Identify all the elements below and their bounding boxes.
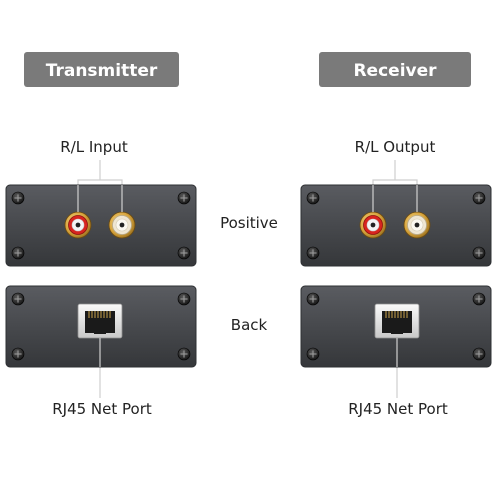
receiver-back-panel: [300, 285, 492, 368]
rca-red-jack-icon: [64, 211, 92, 239]
rj45-port-icon: [77, 303, 123, 339]
rca-white-jack-icon: [108, 211, 136, 239]
screw-icon: [11, 246, 25, 260]
leader-overlay: [77, 185, 418, 367]
receiver-rj45-label: RJ45 Net Port: [348, 400, 448, 418]
receiver-front-panel: [300, 184, 492, 267]
receiver-header: Receiver: [319, 52, 471, 87]
rl-input-label: R/L Input: [60, 138, 128, 156]
screw-icon: [177, 246, 191, 260]
screw-icon: [472, 191, 486, 205]
screw-icon: [177, 292, 191, 306]
screw-icon: [306, 347, 320, 361]
rl-output-label: R/L Output: [355, 138, 436, 156]
screw-icon: [472, 246, 486, 260]
transmitter-title: Transmitter: [46, 61, 158, 81]
rca-white-jack-icon: [403, 211, 431, 239]
rca-red-jack-icon: [359, 211, 387, 239]
screw-icon: [472, 347, 486, 361]
screw-icon: [177, 191, 191, 205]
transmitter-back-panel: [5, 285, 197, 368]
receiver-title: Receiver: [353, 61, 437, 81]
screw-icon: [306, 292, 320, 306]
screw-icon: [306, 191, 320, 205]
transmitter-front-panel: [5, 184, 197, 267]
screw-icon: [11, 347, 25, 361]
transmitter-header: Transmitter: [24, 52, 179, 87]
positive-view-label: Positive: [220, 214, 278, 232]
back-view-label: Back: [231, 316, 268, 334]
screw-icon: [472, 292, 486, 306]
screw-icon: [177, 347, 191, 361]
screw-icon: [11, 292, 25, 306]
screw-icon: [11, 191, 25, 205]
rj45-port-icon: [374, 303, 420, 339]
transmitter-rj45-label: RJ45 Net Port: [52, 400, 152, 418]
screw-icon: [306, 246, 320, 260]
